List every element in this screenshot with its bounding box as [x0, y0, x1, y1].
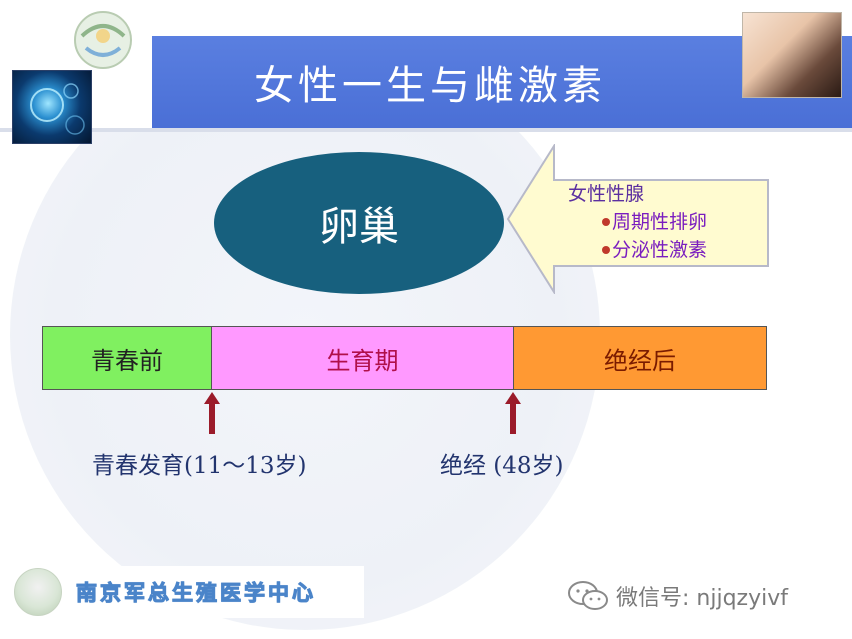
title-bar — [0, 36, 852, 132]
wechat-watermark: 微信号: njjqzyivf — [566, 576, 788, 616]
bullet-dot-icon — [602, 246, 610, 254]
hospital-logo-icon — [64, 6, 142, 80]
cell-image — [12, 70, 92, 144]
bullet-dot-icon — [602, 218, 610, 226]
menopause-label: 绝经 (48岁) — [440, 453, 564, 479]
callout-bullet-text: 分泌性激素 — [612, 239, 708, 261]
slide-title: 女性一生与雌激素 — [254, 63, 606, 109]
menopause-arrow-icon — [505, 392, 521, 434]
timeline-segment-prepuberty: 青春前 — [42, 326, 212, 390]
puberty-label: 青春发育(11～13岁) — [92, 453, 307, 479]
footer-emblem-icon — [14, 568, 62, 616]
puberty-arrow-icon — [204, 392, 220, 434]
footer-logo: 南京军总生殖医学中心 — [10, 566, 364, 618]
timeline-segment-reproductive: 生育期 — [212, 326, 514, 390]
callout-text: 女性性腺 周期性排卵 分泌性激素 — [568, 180, 768, 264]
callout-heading: 女性性腺 — [568, 183, 645, 205]
timeline-segment-postmenopause: 绝经后 — [514, 326, 767, 390]
institution-name: 南京军总生殖医学中心 — [76, 581, 316, 606]
callout-bullet-text: 周期性排卵 — [612, 211, 708, 233]
ovary-ellipse: 卵巢 — [214, 152, 504, 294]
callout-bullet: 分泌性激素 — [568, 236, 768, 264]
wechat-id: 微信号: njjqzyivf — [616, 586, 788, 611]
callout-bullet: 周期性排卵 — [568, 208, 768, 236]
callout-arrow — [506, 144, 769, 294]
wechat-icon — [568, 581, 608, 610]
mother-baby-photo — [742, 12, 842, 98]
life-stage-timeline: 青春前 生育期 绝经后 — [42, 326, 767, 392]
